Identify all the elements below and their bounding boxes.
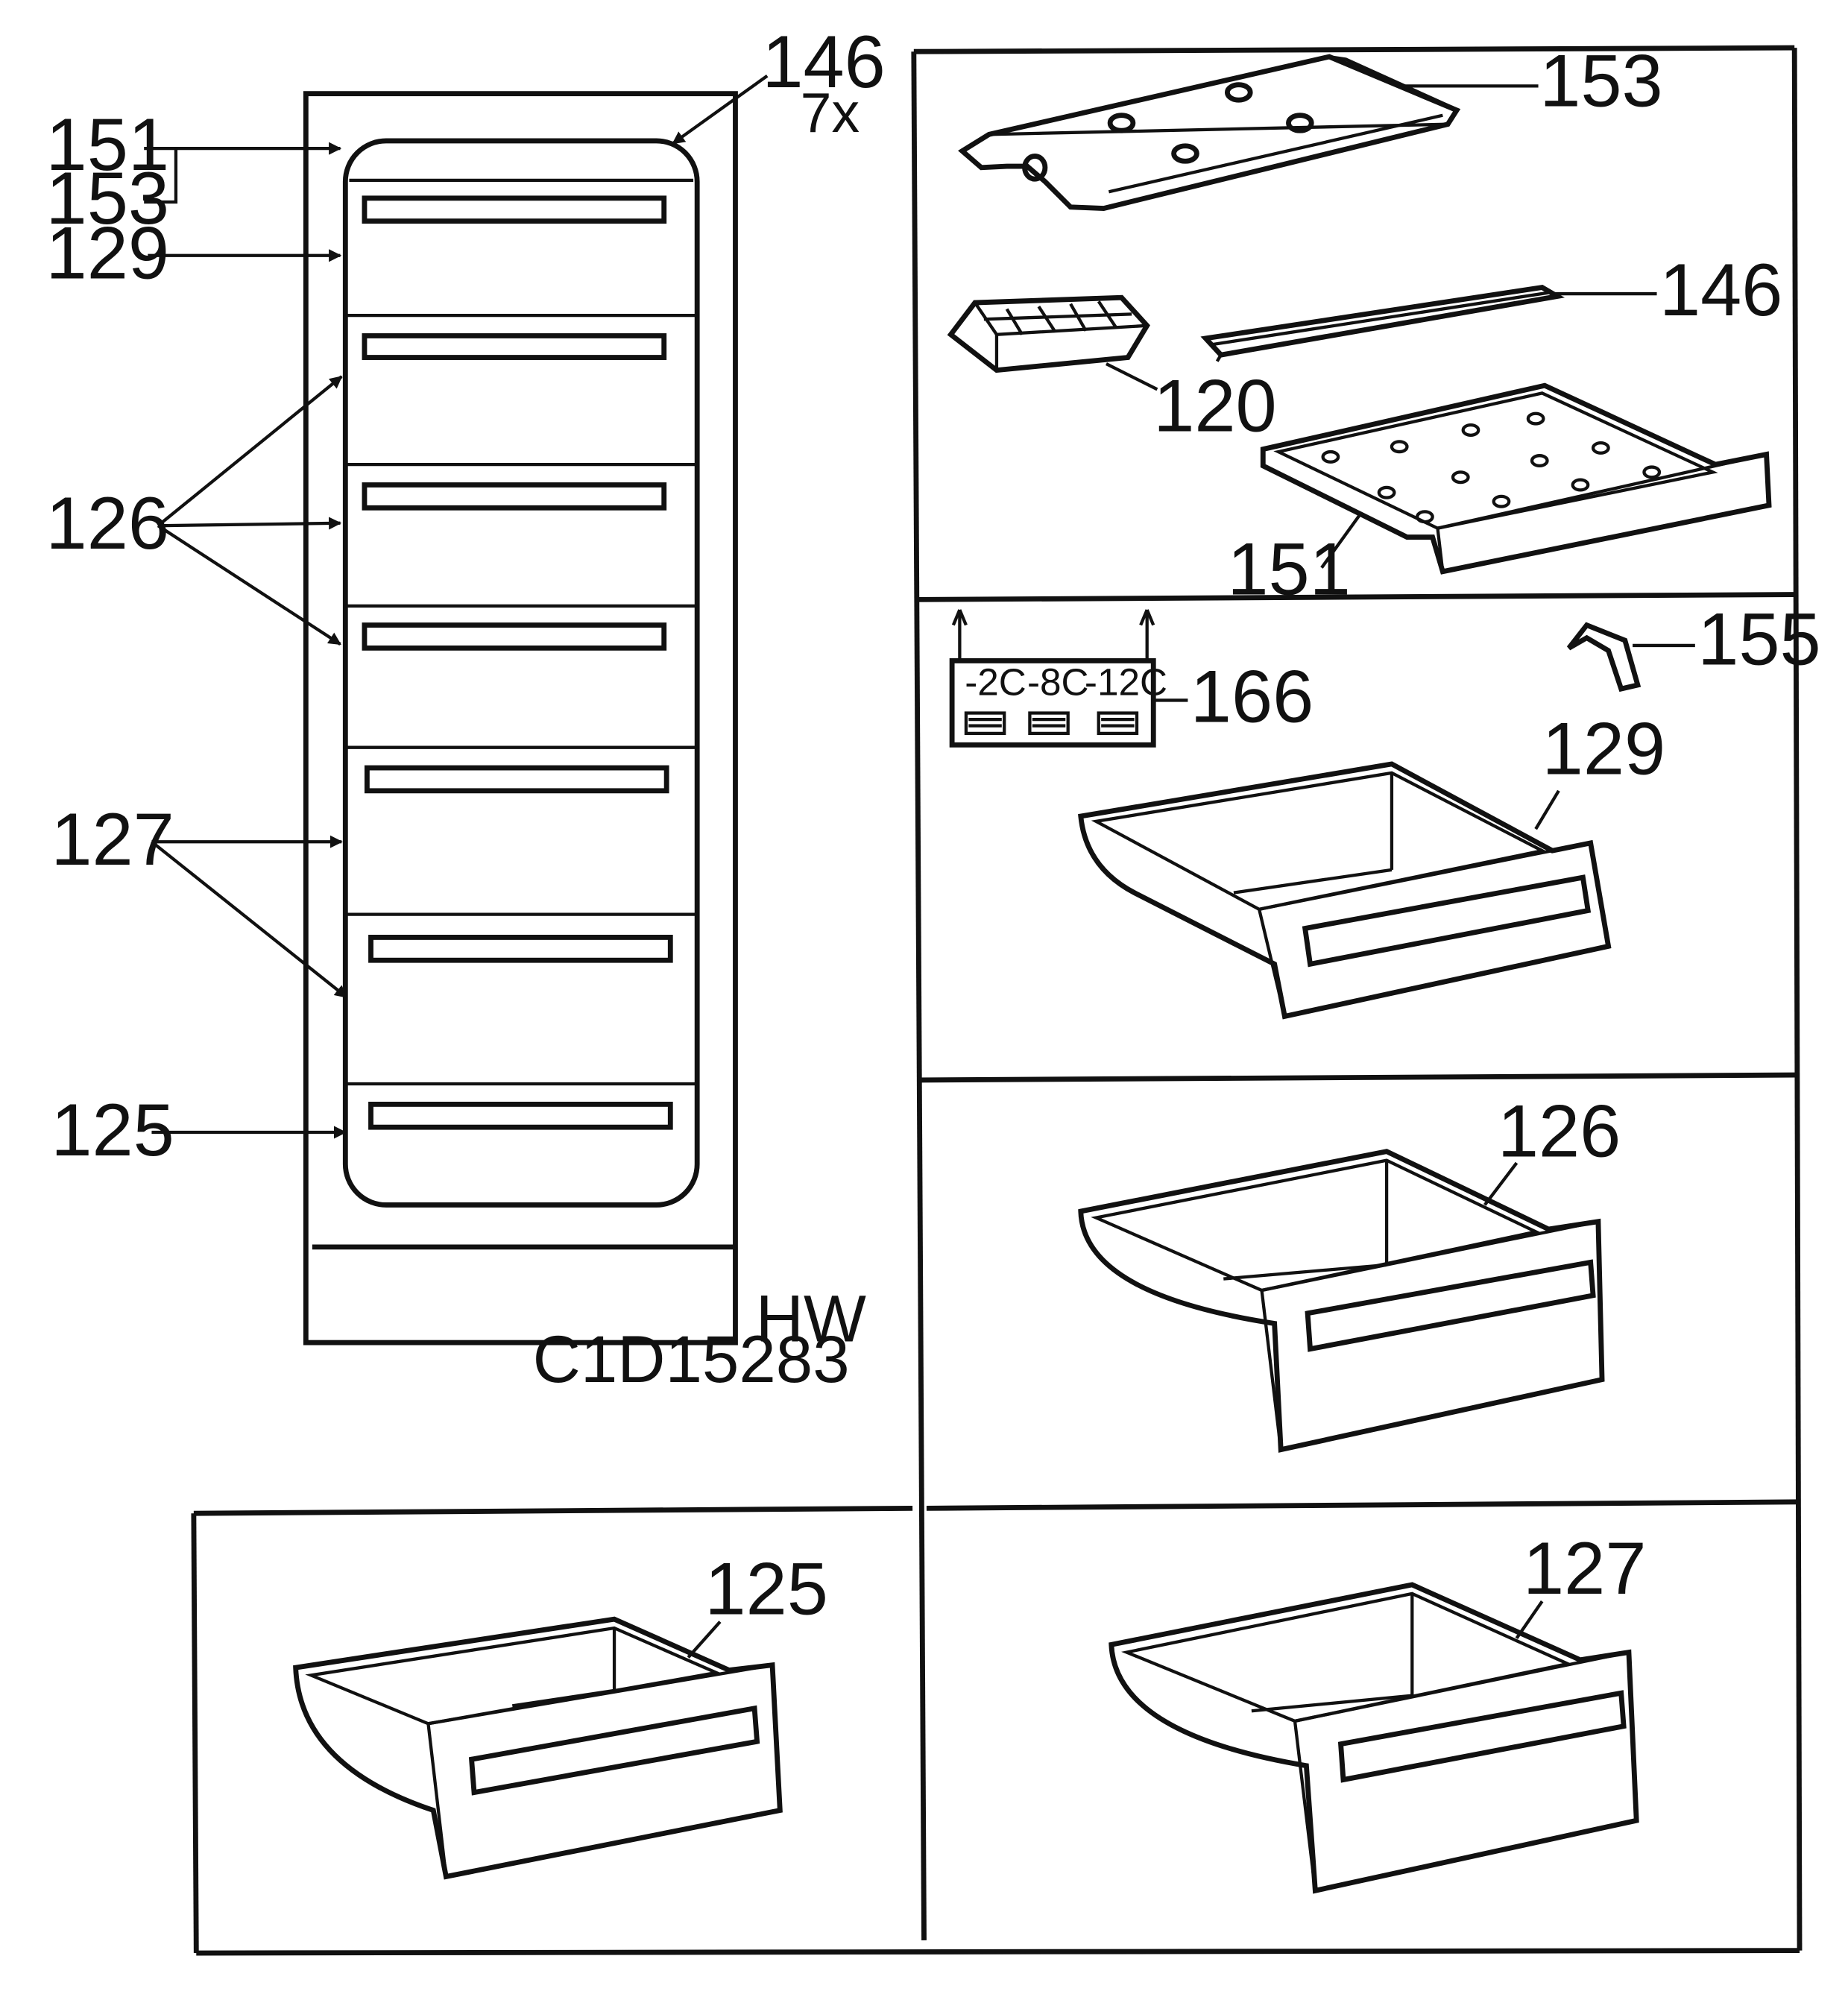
label-146: 146 bbox=[1659, 249, 1782, 332]
panel-frames bbox=[191, 45, 1803, 1956]
drawer-stack bbox=[342, 138, 700, 1208]
part-129-drawer bbox=[1078, 761, 1612, 1020]
setting-label-1: -2C bbox=[965, 661, 1027, 704]
part-120-ice-tray bbox=[947, 294, 1150, 373]
drawer-handles bbox=[362, 195, 673, 1130]
leader-127 bbox=[1515, 1600, 1544, 1639]
label-151-left: 151 bbox=[46, 104, 169, 186]
label-126-left: 126 bbox=[46, 482, 169, 565]
label-146-left: 146 bbox=[762, 21, 885, 104]
label-126: 126 bbox=[1498, 1090, 1621, 1173]
drawing-code: C1D15283 bbox=[533, 1322, 850, 1396]
label-129-left: 129 bbox=[46, 212, 169, 295]
label-153: 153 bbox=[1539, 40, 1662, 123]
setting-label-3: -12C bbox=[1085, 661, 1167, 704]
label-155: 155 bbox=[1697, 599, 1820, 681]
part-151-shelf bbox=[1260, 382, 1772, 575]
label-153-left: 153 bbox=[46, 157, 169, 240]
label-166: 166 bbox=[1191, 656, 1314, 739]
label-151: 151 bbox=[1227, 529, 1350, 611]
part-127-drawer bbox=[1109, 1582, 1639, 1894]
setting-label-2: -8C bbox=[1027, 661, 1089, 704]
appliance-front-view bbox=[303, 91, 738, 1345]
label-127-left: 127 bbox=[51, 798, 174, 881]
setting-grills bbox=[964, 711, 1139, 736]
left-labels: 151 153 129 126 127 125 146 7x HW C1D152… bbox=[46, 21, 886, 1396]
shelf-pegs bbox=[1321, 411, 1662, 524]
part-125-drawer bbox=[293, 1616, 783, 1880]
label-hw: HW bbox=[756, 1281, 866, 1355]
label-125-left: 125 bbox=[51, 1089, 174, 1172]
part-153-cover bbox=[958, 54, 1461, 211]
leader-120 bbox=[1106, 362, 1158, 391]
selector-panel bbox=[949, 658, 1156, 748]
part-166-selector: -2C -8C -12C bbox=[949, 609, 1167, 748]
label-127: 127 bbox=[1523, 1527, 1646, 1610]
leader-125 bbox=[687, 1621, 722, 1659]
leader-151 bbox=[1320, 511, 1363, 569]
part-155-clip bbox=[1566, 622, 1642, 693]
leader-129 bbox=[1534, 789, 1560, 830]
label-qty-7x: 7x bbox=[801, 81, 860, 144]
part-146-rail bbox=[1200, 284, 1565, 362]
label-125: 125 bbox=[704, 1548, 827, 1630]
label-129: 129 bbox=[1542, 708, 1665, 791]
label-120: 120 bbox=[1153, 365, 1276, 448]
left-leader-lines bbox=[144, 74, 769, 1139]
drawer-separators bbox=[345, 313, 698, 1086]
cabinet-outline bbox=[303, 91, 738, 1345]
leader-126 bbox=[1483, 1161, 1519, 1206]
part-126-drawer bbox=[1078, 1149, 1605, 1453]
